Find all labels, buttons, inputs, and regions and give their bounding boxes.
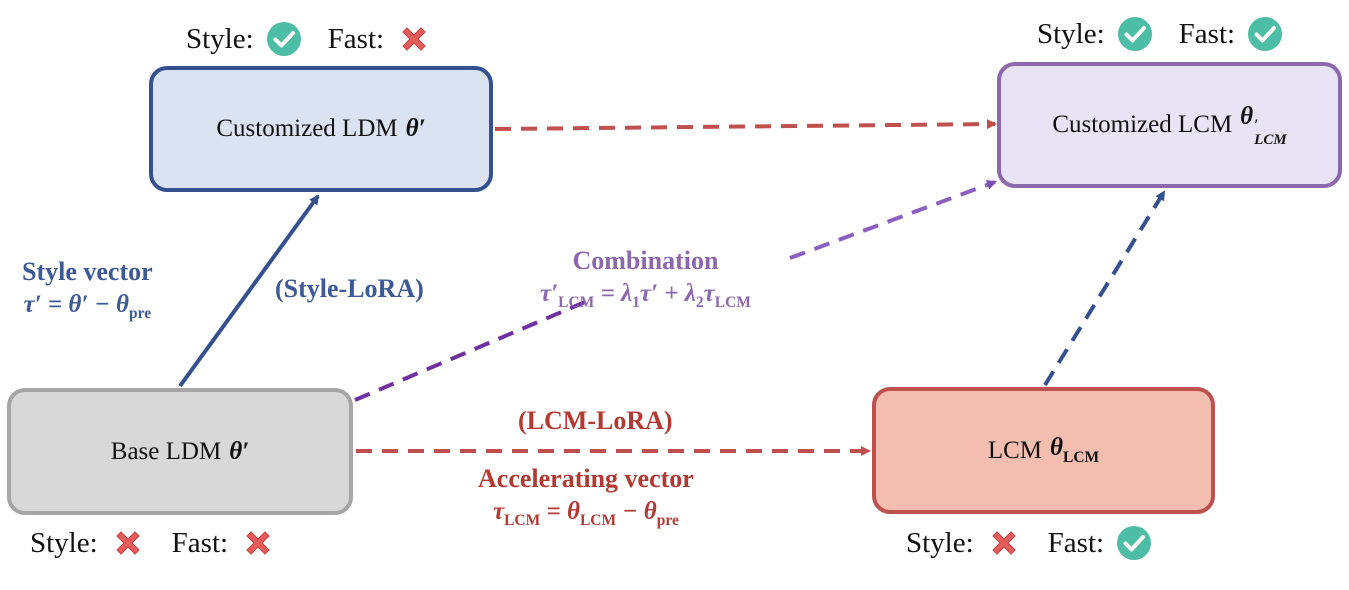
style-vector-title: Style vector [22,257,153,286]
style-label: Style: [1037,17,1105,50]
style-label: Style: [30,526,98,559]
lcm-label: LCM [987,436,1043,464]
cross-icon [110,525,146,561]
customized-lcm-status: Style: Fast: [1037,16,1283,52]
base-ldm-box: Base LDM θ′ [7,388,353,515]
customized-ldm-status: Style: Fast: [186,21,432,57]
accelerating-vector-label: Accelerating vector τLCM = θLCM − θpre [478,462,694,531]
check-icon [266,21,302,57]
style-label: Style: [186,22,254,55]
customized-ldm-symbol: θ′ [405,115,426,142]
check-icon [1117,16,1153,52]
customized-ldm-box: Customized LDM θ′ [149,66,493,192]
fast-label: Fast: [171,526,229,559]
arrow-style-lora [178,194,320,388]
arrow-lcm-to-customized-lcm [1043,190,1166,387]
style-vector-equation: τ′ = θ′ − θpre [23,290,152,322]
accelerating-vector-equation: τLCM = θLCM − θpre [492,497,679,529]
fast-label: Fast: [1047,526,1105,559]
base-ldm-symbol: θ′ [229,437,250,465]
cross-icon [240,525,276,561]
check-icon [1116,525,1152,561]
customized-lcm-label: Customized LCM [1052,111,1233,138]
combination-equation: τ′LCM = λ1τ′ + λ2τLCM [540,279,751,311]
style-label: Style: [906,526,974,559]
style-lora-label: (Style-LoRA) [275,274,424,303]
arrow-ldm-to-lcm-customized [494,119,997,131]
arrow-combination-lower [354,300,586,402]
combination-label: Combination τ′LCM = λ1τ′ + λ2τLCM [540,244,751,313]
combination-title: Combination [572,246,719,275]
customized-ldm-label: Customized LDM [216,115,398,142]
fast-label: Fast: [327,22,385,55]
customized-lcm-box: Customized LCM θ′LCM [997,62,1342,188]
lcm-symbol: θLCM [1050,434,1100,466]
lcm-box: LCM θLCM [872,387,1215,514]
cross-icon [986,525,1022,561]
fast-label: Fast: [1178,17,1236,50]
lcm-status: Style: Fast: [906,525,1152,561]
base-ldm-status: Style: Fast: [30,525,276,561]
check-icon [1247,16,1283,52]
lcm-lora-label: (LCM-LoRA) [518,406,673,435]
customized-lcm-symbol: θ′LCM [1240,103,1287,148]
arrow-combination-upper [789,180,997,260]
base-ldm-label: Base LDM [110,437,222,465]
accelerating-vector-title: Accelerating vector [478,464,694,493]
style-vector-label: Style vector τ′ = θ′ − θpre [22,255,153,324]
cross-icon [396,21,432,57]
